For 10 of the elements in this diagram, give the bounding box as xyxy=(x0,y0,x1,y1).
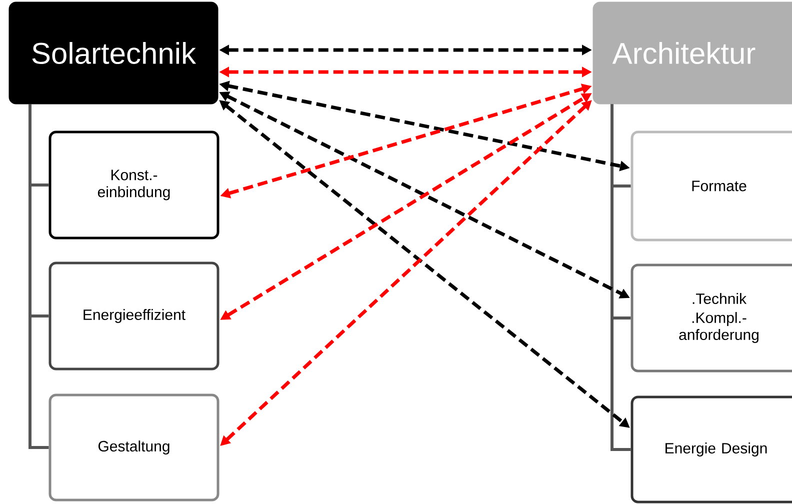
header-box: Solartechnik xyxy=(8,2,218,104)
topic-box: Energie Design xyxy=(630,396,792,504)
topic-box: .Technik .Kompl.- anforderung xyxy=(630,264,792,372)
header-box: Architektur xyxy=(592,2,792,104)
topic-box: Gestaltung xyxy=(48,394,220,502)
tree-connector xyxy=(28,104,49,449)
topic-box: Konst.- einbindung xyxy=(48,130,220,240)
topic-box: Formate xyxy=(630,130,792,242)
tree-connector xyxy=(610,104,631,451)
topic-box: Energieeffizient xyxy=(48,262,220,370)
